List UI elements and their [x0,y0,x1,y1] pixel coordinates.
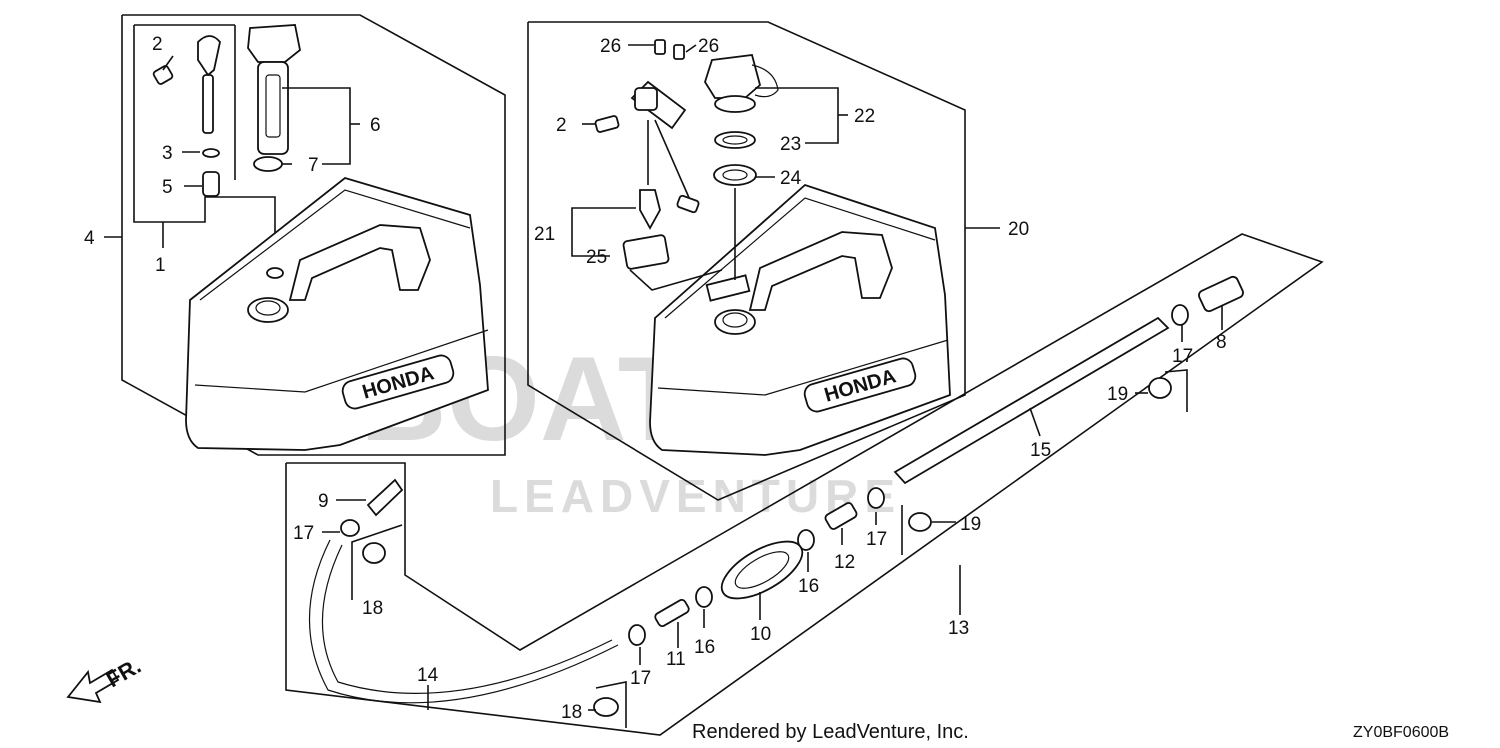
callout-8: 8 [1216,332,1227,353]
callout-17-d: 17 [630,668,651,689]
callout-23: 23 [780,134,801,155]
leader-lines [104,44,1223,728]
callout-5: 5 [162,177,173,198]
callout-21: 21 [534,224,555,245]
footer-credit: Rendered by LeadVenture, Inc. [692,721,969,743]
callout-16-b: 16 [694,637,715,658]
callout-2-left: 2 [152,34,163,55]
callout-17-b: 17 [293,523,314,544]
callout-17-a: 17 [1172,346,1193,367]
callout-13: 13 [948,618,969,639]
hose-kit-outline [285,233,1324,736]
callout-25: 25 [586,247,607,268]
callout-1: 1 [155,255,166,276]
watermark-company: LEADVENTURE [490,470,901,522]
fuel-hose-kit-parts: FR. [66,275,1244,717]
callout-19-b: 19 [960,514,981,535]
callout-20: 20 [1008,219,1029,240]
diagram-code: ZY0BF0600B [1353,724,1449,741]
callout-14: 14 [417,665,439,686]
callout-9: 9 [318,491,329,512]
callout-11: 11 [666,649,686,670]
callout-12: 12 [834,552,855,573]
callout-3: 3 [162,143,173,164]
left-tank-fuel-gauge-parts [152,24,301,197]
callout-10: 10 [750,624,771,645]
right-tank-assembly-outline [527,21,966,501]
front-direction-arrow-icon [66,668,120,704]
right-tank-gauge-and-cap-parts [594,39,779,270]
callout-6: 6 [370,115,381,136]
callout-2-right: 2 [556,115,567,136]
right-fuel-tank: HONDA [649,183,951,456]
callout-18-a: 18 [362,598,383,619]
left-tank-assembly-outline [121,14,506,456]
callout-4: 4 [84,228,95,249]
callout-15: 15 [1030,440,1051,461]
callout-18-b: 18 [561,702,582,723]
callout-22: 22 [854,106,875,127]
callout-7: 7 [308,155,319,176]
callout-19-a: 19 [1107,384,1128,405]
left-fuel-tank: HONDA [185,177,489,451]
callout-24: 24 [780,168,802,189]
callout-26-b: 26 [698,36,719,57]
callout-labels: 2 3 5 6 7 4 1 2 26 26 22 23 24 20 21 25 … [84,34,1227,723]
callout-17-c: 17 [866,529,887,550]
callout-16-a: 16 [798,576,819,597]
callout-26-a: 26 [600,36,621,57]
